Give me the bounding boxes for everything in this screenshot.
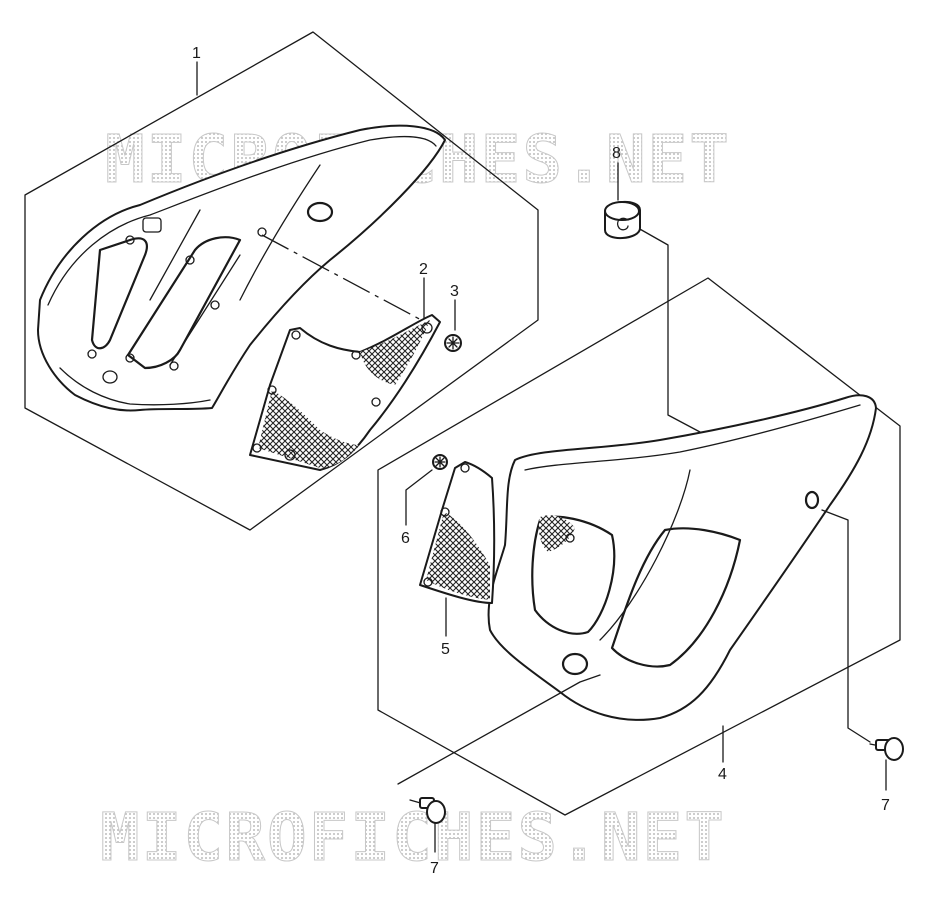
part-8-grommet [604,201,641,239]
callout-8: 8 [612,145,621,162]
group-1-frame [24,31,539,531]
leader-6 [405,469,433,526]
leader-8 [637,227,701,433]
part-2-mesh-plate [249,314,441,471]
callout-7-right: 7 [881,797,890,814]
group-4-frame [377,277,901,816]
watermark-bottom: MICROFICHES.NET [100,799,726,876]
part-1-cover [37,124,446,412]
callout-6: 6 [401,530,410,547]
part-6-grommet [432,454,448,470]
part-3-grommet [444,334,462,352]
callout-5: 5 [441,641,450,658]
part-4-cover [487,394,877,721]
callout-2: 2 [419,261,428,278]
part-7-screw-right [869,737,904,761]
alignment-line-1-2 [261,234,426,323]
part-5-mesh-plate [419,461,496,604]
callout-3: 3 [450,283,459,300]
callout-1: 1 [192,45,201,62]
part-7-screw-left [409,797,446,824]
leader-7-left [397,674,601,785]
leader-7-right [821,509,871,743]
callout-4: 4 [718,766,727,783]
callout-7-left: 7 [430,860,439,877]
